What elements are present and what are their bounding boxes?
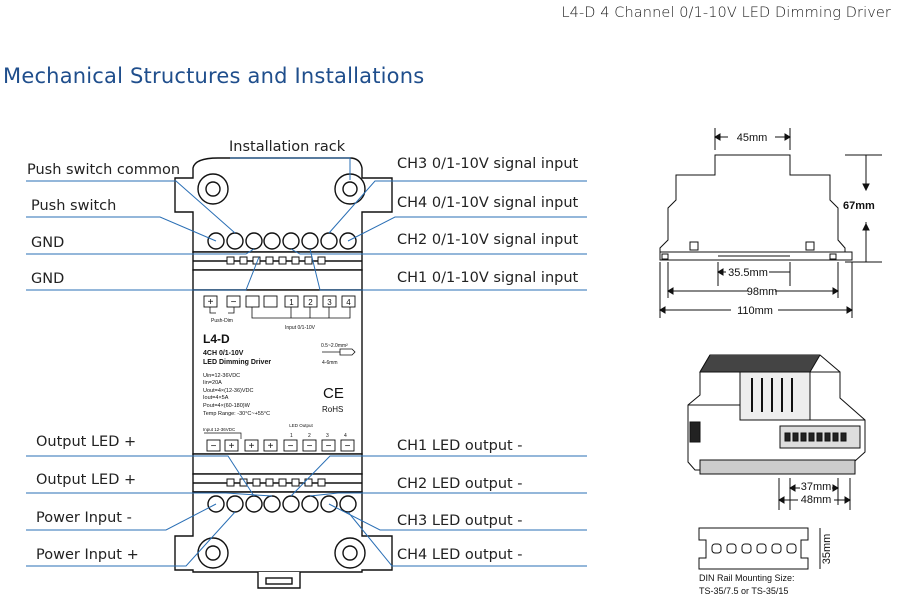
ce-mark: CE — [323, 385, 344, 402]
svg-text:−: − — [307, 441, 313, 452]
rohs-mark: RoHS — [322, 405, 343, 414]
input-voltage-label: Input 12-36VDC — [203, 427, 236, 432]
push-plus: + — [208, 297, 214, 308]
wire-size: 0.5~2.0mm² — [321, 343, 348, 349]
label-output-led-plus-2: Output LED + — [36, 472, 136, 488]
product-title: L4-D 4 Channel 0/1-10V LED Dimming Drive… — [561, 5, 891, 21]
spec-uout: Uout=4×(12-36)VDC — [203, 388, 253, 394]
device-front-view — [174, 157, 393, 589]
model-line1: 4CH 0/1-10V — [203, 350, 244, 357]
label-push-switch-common: Push switch common — [27, 162, 180, 178]
svg-text:+: + — [229, 441, 235, 452]
section-title: Mechanical Structures and Installations — [3, 64, 425, 88]
label-installation-rack: Installation rack — [229, 139, 346, 155]
leader-lines — [26, 157, 587, 567]
label-ch4-led-out: CH4 LED output - — [397, 547, 523, 563]
label-power-input-plus: Power Input + — [36, 547, 139, 563]
label-output-led-plus-1: Output LED + — [36, 434, 136, 450]
dim-mid: 98mm — [747, 286, 778, 298]
label-ch2-led-out: CH2 LED output - — [397, 476, 523, 492]
side-view-dim-labels: 45mm 67mm 35.5mm 98mm 110mm — [728, 132, 875, 317]
out-ch2: 2 — [308, 433, 311, 439]
spec-iin: Iin=20A — [203, 380, 222, 386]
label-push-switch: Push switch — [31, 198, 116, 214]
out-ch4: 4 — [344, 433, 347, 439]
label-gnd-1: GND — [31, 235, 64, 251]
svg-text:−: − — [345, 441, 351, 452]
spec-iout: Iout=4×5A — [203, 395, 229, 401]
device-label: + − Push-Dim 1 2 3 4 Input 0/1-10V L4-D … — [203, 295, 356, 452]
dim-rail-inner: 37mm — [801, 481, 832, 493]
callout-labels: Push switch common Push switch GND GND I… — [27, 139, 579, 563]
dim-total: 110mm — [737, 305, 773, 317]
dim-rail-outer: 48mm — [801, 494, 832, 506]
model-name: L4-D — [203, 332, 230, 346]
label-ch1-signal: CH1 0/1-10V signal input — [397, 270, 579, 286]
svg-text:−: − — [288, 441, 294, 452]
sig-3: 3 — [327, 298, 332, 307]
label-gnd-2: GND — [31, 271, 64, 287]
sig-2: 2 — [308, 298, 313, 307]
push-minus: − — [231, 297, 237, 308]
svg-text:−: − — [211, 441, 217, 452]
device-3d-view — [687, 354, 866, 510]
svg-text:−: − — [326, 441, 332, 452]
din-rail-drawing — [698, 527, 821, 570]
sig-4: 4 — [346, 298, 351, 307]
side-view-drawing — [659, 128, 882, 318]
out-ch3: 3 — [326, 433, 329, 439]
mount-hole-br — [334, 537, 366, 569]
label-ch4-signal: CH4 0/1-10V signal input — [397, 195, 579, 211]
svg-text:+: + — [268, 441, 274, 452]
mount-hole-tl — [197, 173, 229, 205]
out-ch1: 1 — [290, 433, 293, 439]
sig-1: 1 — [289, 298, 294, 307]
3d-dim-labels: 37mm 48mm — [798, 480, 834, 506]
din-note-line1: DIN Rail Mounting Size: — [699, 573, 795, 583]
din-note-line2: TS-35/7.5 or TS-35/15 — [699, 586, 788, 596]
led-output-label: LED Output — [289, 423, 313, 428]
spec-uin: Uin=12-36VDC — [203, 373, 240, 379]
label-ch1-led-out: CH1 LED output - — [397, 438, 523, 454]
dim-height: 67mm — [843, 200, 875, 212]
model-line2: LED Dimming Driver — [203, 359, 271, 366]
strip-length: 4-6mm — [322, 360, 338, 366]
label-ch3-signal: CH3 0/1-10V signal input — [397, 156, 579, 172]
spec-pout: Pout=4×(60-180)W — [203, 403, 251, 409]
svg-text:+: + — [249, 441, 255, 452]
push-dim-label: Push-Dim — [211, 318, 233, 324]
label-power-input-minus: Power Input - — [36, 510, 132, 526]
dim-top-width: 45mm — [737, 132, 768, 144]
label-ch3-led-out: CH3 LED output - — [397, 513, 523, 529]
page-header: L4-D 4 Channel 0/1-10V LED Dimming Drive… — [0, 0, 902, 40]
spec-temp: Temp Range: -30°C~+55°C — [203, 411, 270, 417]
label-ch2-signal: CH2 0/1-10V signal input — [397, 232, 579, 248]
dim-inner: 35.5mm — [728, 267, 768, 279]
input-range: Input 0/1-10V — [285, 325, 316, 331]
dim-rail-height: 35mm — [821, 534, 833, 565]
